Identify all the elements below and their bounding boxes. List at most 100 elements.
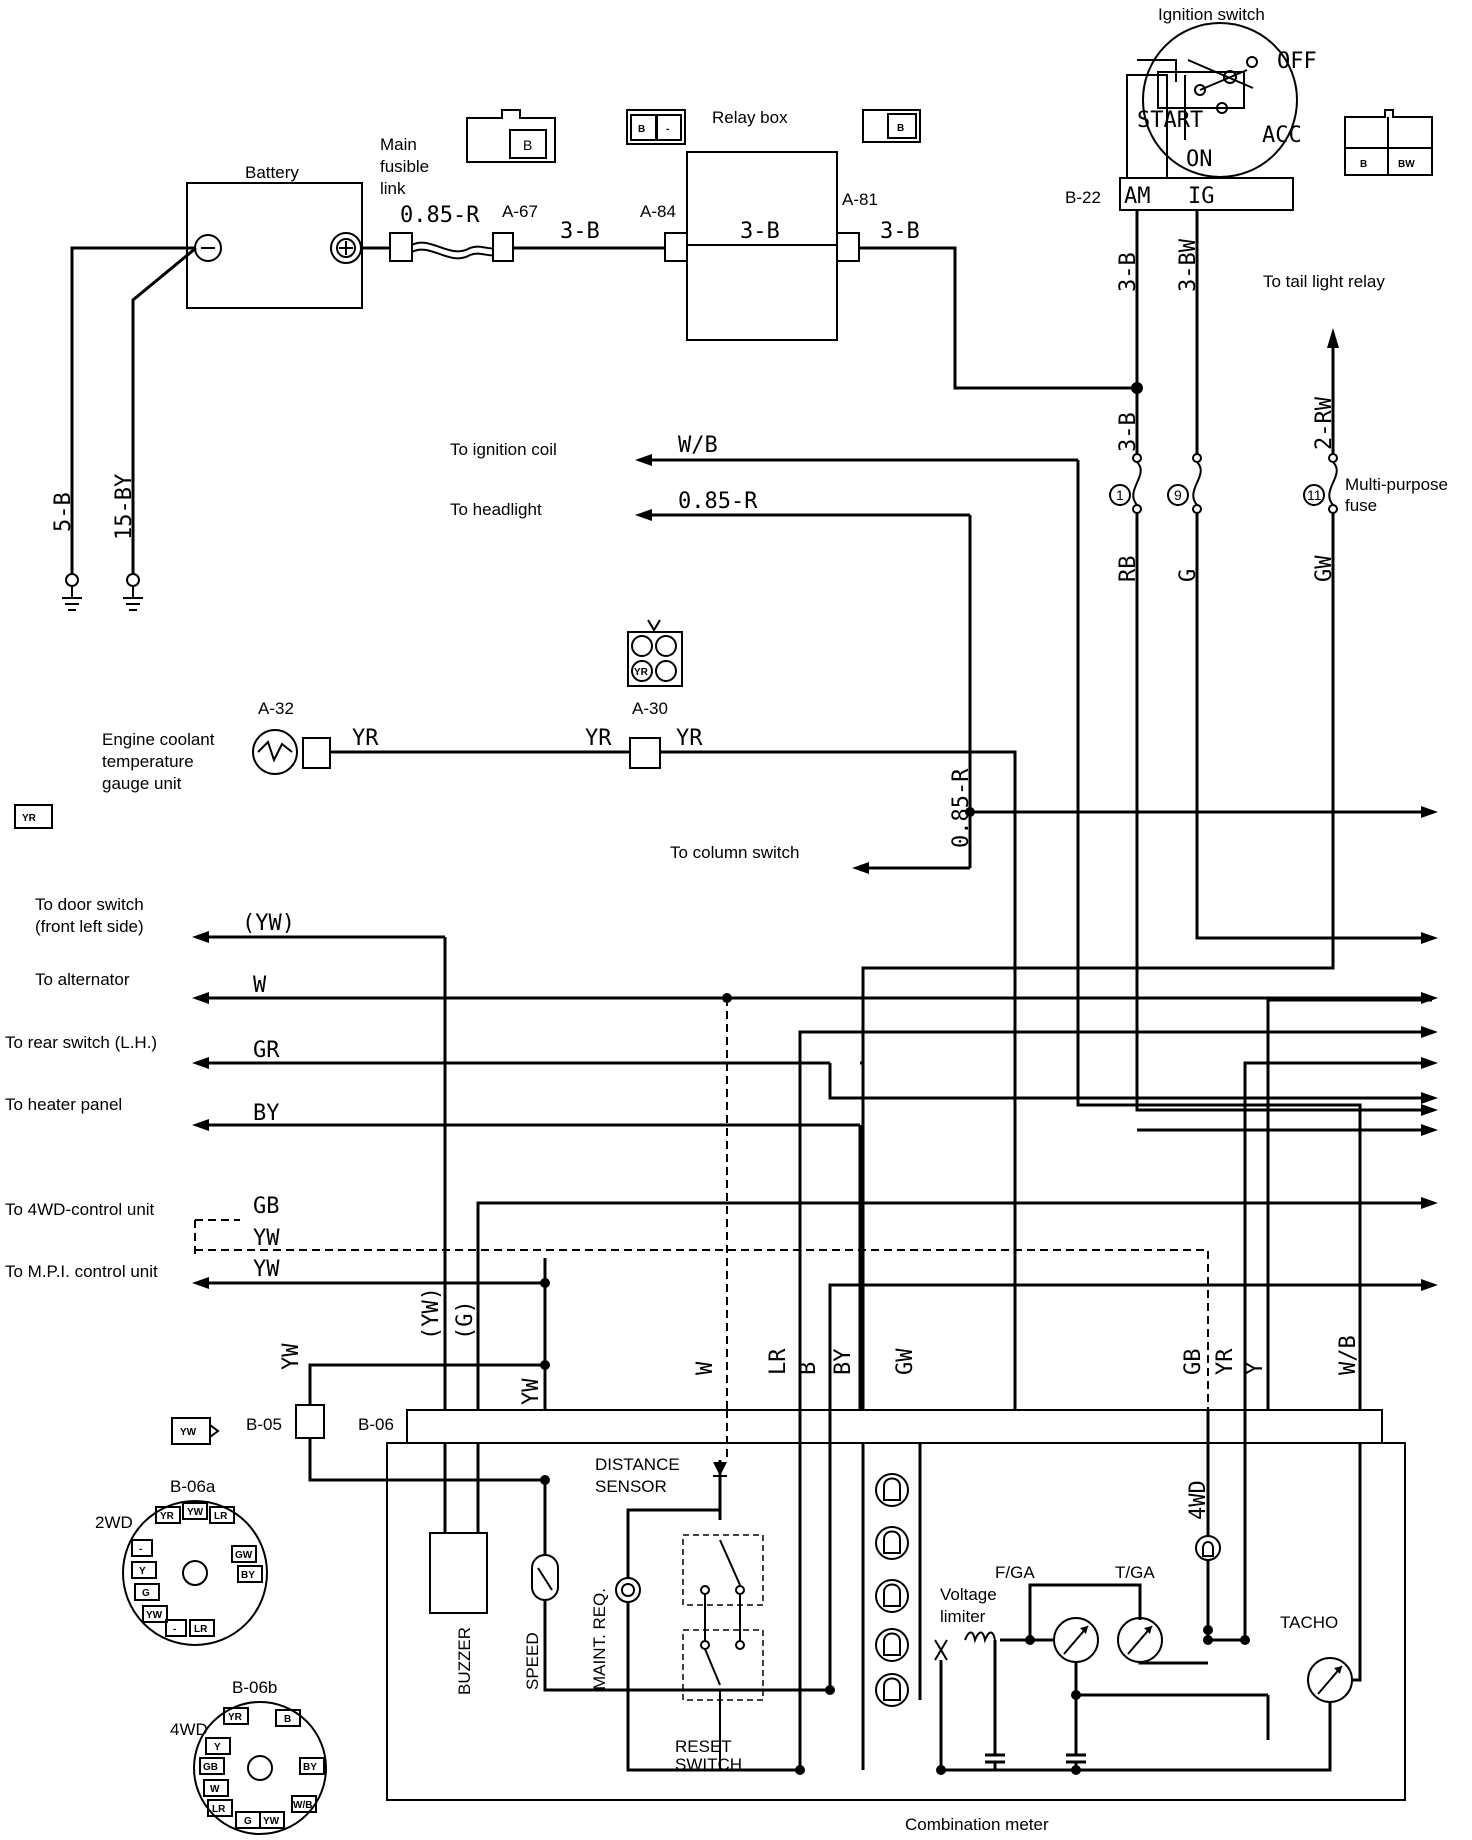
connector-a67: A-67 (502, 202, 538, 221)
ignition-connector-face: B BW (1344, 109, 1433, 176)
wire-085r-fusible: 0.85-R (400, 203, 480, 228)
svg-text:G: G (142, 1588, 150, 1599)
svg-text:GB: GB (203, 1762, 218, 1773)
svg-text:B: B (638, 124, 645, 135)
svg-text:W/B: W/B (293, 1800, 312, 1811)
label-4wd: 4WD (170, 1720, 208, 1739)
wire-085r-headlight: 0.85-R (678, 489, 758, 514)
wire-yr-a32: YR (352, 726, 379, 751)
ground-symbol-1 (62, 573, 82, 611)
svg-text:3-B: 3-B (740, 219, 780, 244)
svg-text:LR: LR (212, 1804, 226, 1815)
wire-gr: GR (253, 1038, 280, 1063)
distance-sensor-switch (682, 1534, 764, 1606)
tga-label: T/GA (1115, 1563, 1155, 1582)
reset-switch-box (682, 1629, 764, 1701)
maint-req-lamp (615, 1577, 641, 1603)
dest-headlight: To headlight (450, 500, 542, 519)
svg-text:Y: Y (214, 1742, 221, 1753)
ign-off: OFF (1277, 49, 1317, 74)
combination-meter-label: Combination meter (905, 1815, 1049, 1834)
ign-on: ON (1186, 147, 1213, 172)
connector-a30: A-30 (632, 699, 668, 718)
wire-yw-mpi: YW (253, 1257, 280, 1282)
wire-3b-1: 3-B (560, 219, 600, 244)
svg-text:LR: LR (194, 1624, 208, 1635)
wire-yw-door: (YW) (242, 911, 295, 936)
connector-b06a: B-06a (170, 1477, 216, 1496)
svg-text:G: G (244, 1816, 252, 1827)
wire-3b-fuse: 3-B (1116, 412, 1141, 452)
connector-b22: B-22 (1065, 188, 1101, 207)
ign-ig: IG (1188, 184, 1215, 209)
connector-b06b: B-06b (232, 1678, 277, 1697)
svg-text:B: B (523, 137, 532, 153)
wire-gb-v: GB (1181, 1349, 1206, 1376)
wire-gb: GB (253, 1194, 280, 1219)
ign-acc: ACC (1262, 123, 1302, 148)
svg-text:YR: YR (228, 1712, 243, 1723)
wire-b-v: B (796, 1362, 821, 1375)
wire-yw-v1: (YW) (419, 1287, 444, 1340)
battery-label: Battery (245, 163, 299, 182)
label-2wd: 2WD (95, 1513, 133, 1532)
relay-connector-face-1: B - (626, 109, 686, 145)
wire-yw-v2: YW (519, 1378, 544, 1405)
svg-text:-: - (666, 124, 669, 135)
maint-req-label: MAINT. REQ. (590, 1588, 609, 1690)
svg-text:B: B (284, 1714, 291, 1725)
fuel-gauge (1053, 1617, 1099, 1663)
wire-by: BY (253, 1101, 280, 1126)
4wd-indicator-lamp (1195, 1535, 1221, 1561)
ignition-switch-label: Ignition switch (1158, 5, 1265, 24)
wire-y-v: Y (1243, 1362, 1268, 1375)
battery: Battery (186, 163, 363, 309)
svg-text:BW: BW (1398, 159, 1415, 170)
svg-text:GW: GW (235, 1550, 253, 1561)
ign-am: AM (1124, 184, 1151, 209)
wire-085r-column: 0.85-R (949, 768, 974, 848)
wire-g-v: (G) (453, 1300, 478, 1340)
wire-wb-v: W/B (1336, 1335, 1361, 1375)
dest-door-switch: To door switch(front left side) (35, 895, 144, 936)
wire-gw-v: GW (893, 1348, 918, 1375)
dest-tail-light-relay: To tail light relay (1263, 272, 1385, 291)
svg-text:BY: BY (303, 1762, 317, 1773)
dest-column-switch: To column switch (670, 843, 799, 862)
svg-text:YR: YR (22, 813, 37, 824)
wire-lr-v: LR (766, 1348, 791, 1375)
wire-15by: 15-BY (112, 474, 137, 540)
b06a-connector-face: YR YW LR GW BY Y G YW LR - - (122, 1500, 268, 1646)
svg-text:W: W (210, 1784, 220, 1795)
tacho-label: TACHO (1280, 1613, 1338, 1632)
fuse-11: 11 (1303, 453, 1338, 514)
connector-a81: A-81 (842, 190, 878, 209)
connector-b06: B-06 (358, 1415, 394, 1434)
svg-text:BY: BY (241, 1570, 255, 1581)
wire-by-v: BY (831, 1349, 856, 1376)
dest-alternator: To alternator (35, 970, 130, 989)
svg-text:YW: YW (180, 1427, 197, 1438)
engine-coolant-gauge-unit (252, 729, 331, 775)
relay-box: 3-B (686, 151, 838, 341)
svg-text:-: - (173, 1624, 176, 1635)
ground-symbol-2 (123, 573, 143, 611)
connector-b05: B-05 (246, 1415, 282, 1434)
dest-ignition-coil: To ignition coil (450, 440, 557, 459)
wire-w-v: W (693, 1361, 718, 1375)
indicator-lamp-5 (875, 1673, 909, 1707)
buzzer-label: BUZZER (455, 1627, 474, 1695)
fga-label: F/GA (995, 1563, 1035, 1582)
ign-start: START (1137, 108, 1203, 133)
wire-3b-2: 3-B (880, 219, 920, 244)
svg-text:B: B (1360, 159, 1367, 170)
svg-text:YR: YR (160, 1511, 175, 1522)
indicator-lamp-2 (875, 1526, 909, 1560)
dest-rear-switch: To rear switch (L.H.) (5, 1033, 157, 1052)
b06b-connector-face: YR B Y GB BY W LR G YW W/B (193, 1701, 327, 1835)
